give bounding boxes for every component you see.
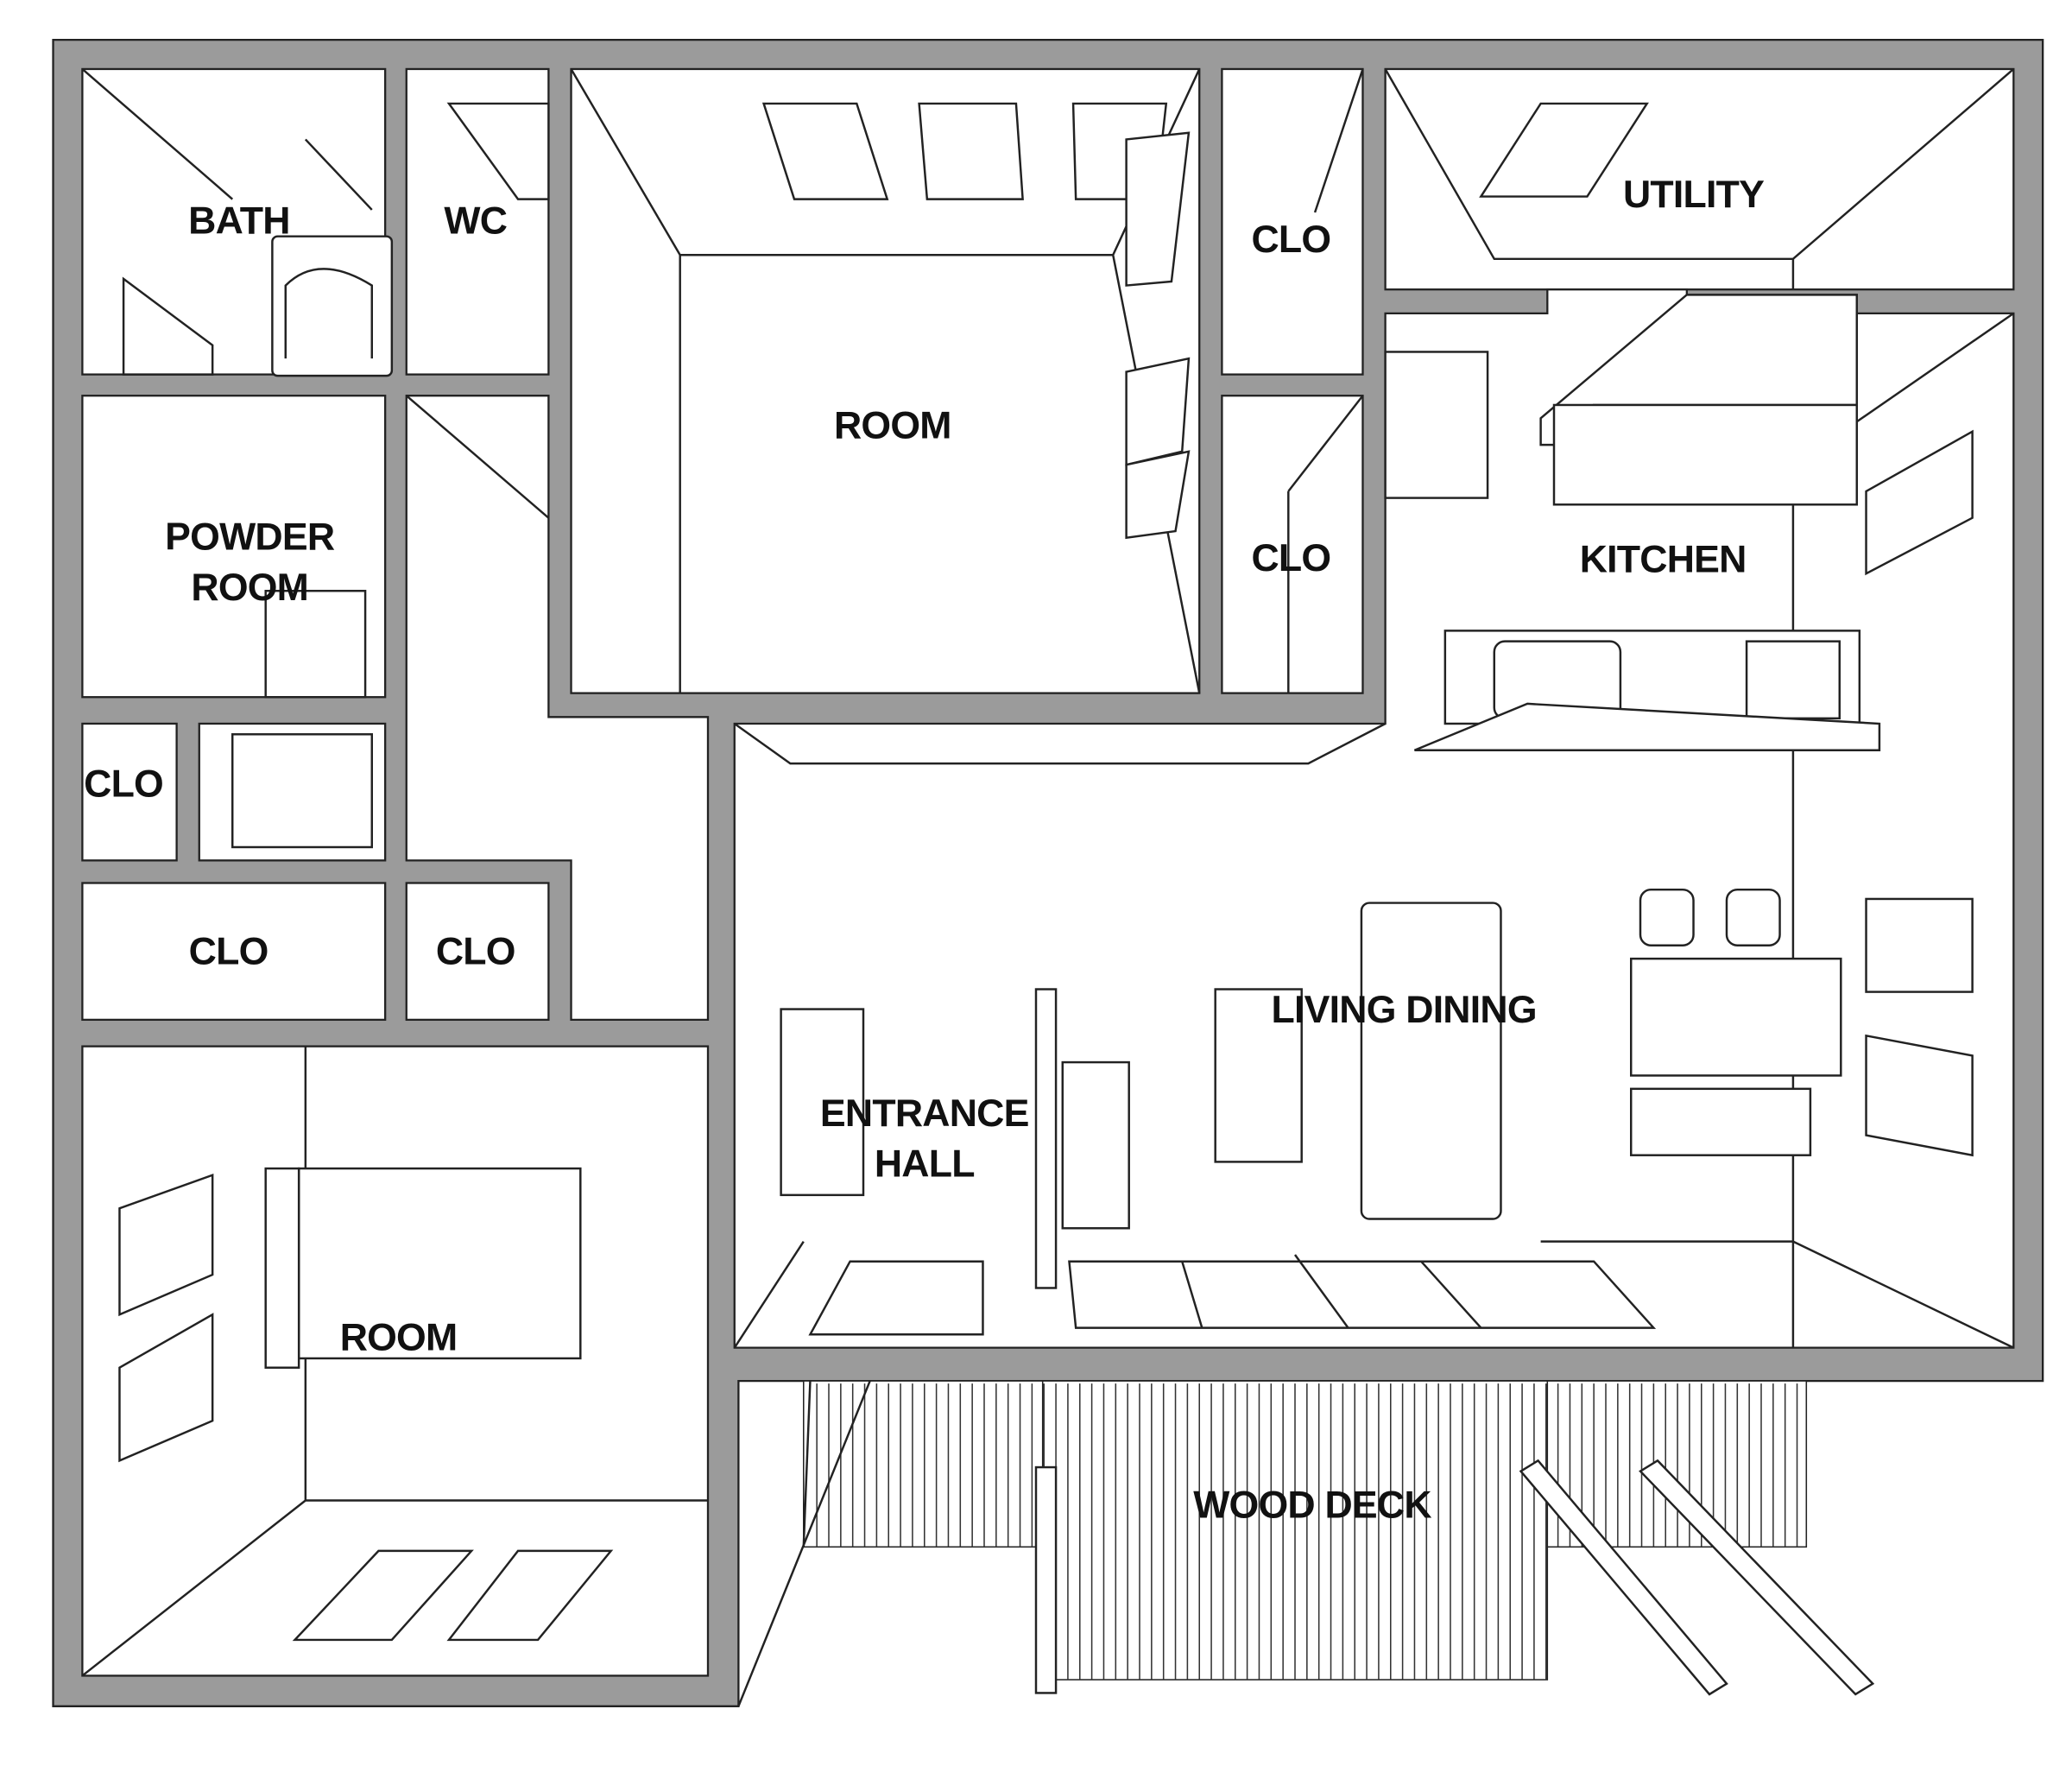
closet-lower-mid [405, 882, 550, 1022]
corridor [405, 395, 710, 1022]
closet-lower-left [81, 882, 387, 1022]
label-powder: POWDER [165, 516, 335, 559]
chair [1725, 888, 1781, 946]
deck-beam [1639, 1459, 1875, 1696]
living-furniture [264, 888, 1842, 1369]
cooktop [1745, 640, 1841, 720]
label-clo-left: CLO [84, 763, 163, 806]
label-living-dining: LIVING DINING [1272, 989, 1537, 1031]
windows [118, 131, 1974, 1463]
dining-table [1630, 957, 1842, 1077]
label-bath: BATH [188, 200, 290, 243]
label-clo-mid-right: CLO [1251, 537, 1330, 579]
label-utility: UTILITY [1623, 174, 1765, 216]
label-room-bottom: ROOM [340, 1317, 458, 1359]
label-clo-lower-left: CLO [189, 930, 268, 972]
sofa [1360, 902, 1502, 1220]
closet-top [1221, 67, 1364, 376]
label-room-top: ROOM [834, 404, 951, 446]
deck-beam [1519, 1459, 1728, 1696]
label-kitchen: KITCHEN [1580, 539, 1747, 581]
partition [1034, 988, 1058, 1289]
kitchen-fixtures [1384, 294, 1881, 751]
closet-left [81, 722, 178, 862]
fridge [1384, 351, 1489, 499]
tv-stand [1214, 988, 1303, 1163]
label-clo-top: CLO [1251, 218, 1330, 261]
skylights [292, 102, 1649, 1642]
label-wood-deck: WOOD DECK [1193, 1484, 1431, 1526]
patio-door [1068, 1260, 1657, 1329]
bathtub [271, 235, 394, 377]
bed [297, 1167, 582, 1360]
label-powder-room: ROOM [191, 567, 308, 609]
bath-fixtures [264, 138, 394, 699]
closet-mid-right [1221, 395, 1364, 694]
shoe-cabinet [780, 1008, 865, 1197]
label-entrance: ENTRANCE [820, 1092, 1029, 1135]
label-clo-lower-mid: CLO [436, 930, 515, 972]
label-hall: HALL [875, 1143, 975, 1185]
deck-post [1034, 1465, 1058, 1694]
label-wc: WC [444, 200, 507, 243]
entrance-door [808, 1260, 984, 1336]
chair [1639, 888, 1695, 946]
wood-deck [737, 1380, 1875, 1707]
